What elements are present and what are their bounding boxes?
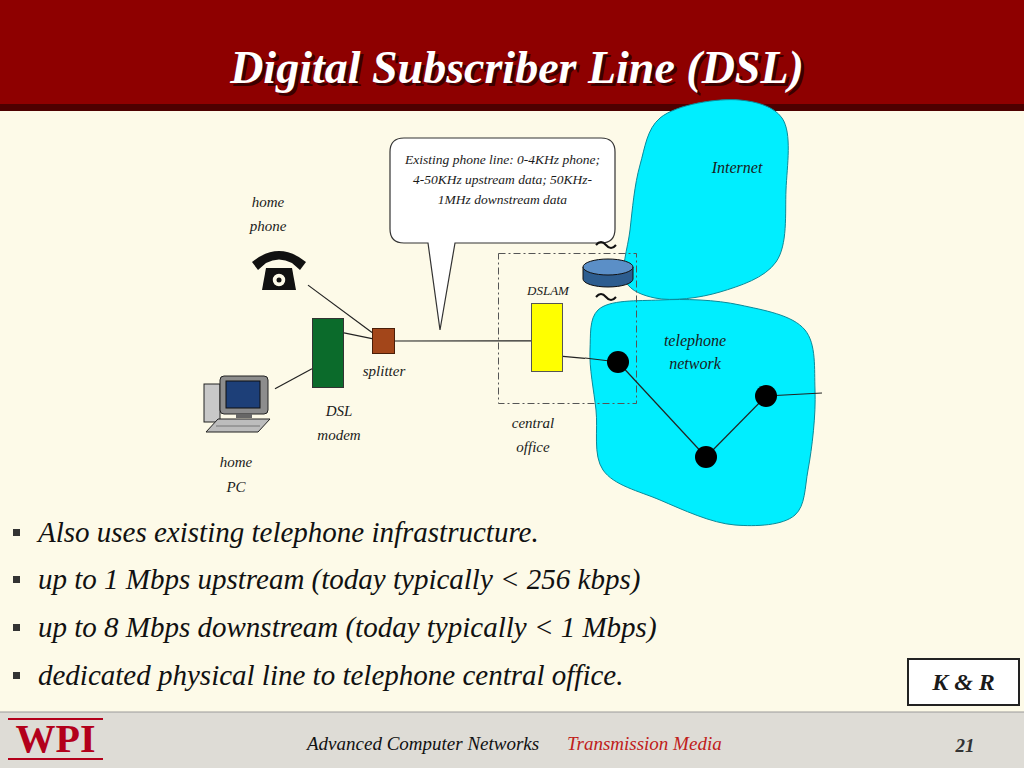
callout-bubble: Existing phone line: 0-4KHz phone; 4-50K… [390,138,615,243]
page-number: 21 [940,735,990,758]
node-label: telephone network [650,329,740,375]
logo-text: WPI [8,715,103,763]
computer-tower [204,384,220,422]
computer-monitor [220,376,268,414]
node-label: Internet [697,157,777,179]
keyboard-keys [216,426,260,427]
telephone-network-cloud-outline [585,293,825,530]
bullet-text: dedicated physical line to telephone cen… [38,658,898,693]
network-switch [755,385,777,407]
node-label: splitter [354,361,414,381]
telephone-dial [272,273,286,287]
telephone-handset [252,251,306,270]
splitter-box: splitter [372,328,395,354]
telephone-icon [252,251,306,290]
internet-cloud-outline [620,95,790,302]
wire-connector [308,285,372,332]
home-pc: home PC [200,372,275,498]
title-bar-shadow [0,104,1024,111]
footer-rule [0,712,1024,713]
dsl-modem-box: DSL modem [312,318,344,388]
footer-topic: Transmission Media [567,733,767,756]
dslam-box: DSLAM [531,303,563,372]
node-label: central office [496,411,570,459]
wire-connector [275,369,312,389]
router-icon [583,259,633,287]
telephone-network-cloud: telephone network [585,293,825,530]
computer-screen [226,381,260,408]
link-break-mark [596,294,616,300]
network-wire [585,358,618,362]
computer-icon [204,376,270,432]
footer-course: Advanced Computer Networks [307,733,569,756]
central-office-box-outline [498,253,637,404]
source-box: K & R [907,658,1020,706]
node-label: DSL modem [311,399,367,447]
wire-connector [344,333,372,339]
node-label: home PC [212,450,260,500]
network-wire [766,393,822,396]
wire-connector [563,356,585,358]
telephone-dial [277,278,282,283]
network-switch [607,351,629,373]
central-office-box: central officeDSLAM [498,253,637,404]
bullet-mark [13,672,20,679]
computer-keyboard [206,419,270,432]
cloud-shape [624,100,789,300]
bullet-mark [13,624,20,631]
internet-cloud: Internet [620,95,790,302]
node-label: K & R [909,667,1018,697]
node-label: Existing phone line: 0-4KHz phone; 4-50K… [400,150,605,210]
router-body [583,267,633,287]
wire-connector [395,340,531,341]
computer-stand [236,414,252,418]
node-label: home phone [242,190,294,238]
bullet-mark [13,576,20,583]
network-switch [695,446,717,468]
network-wire [618,362,706,457]
slide-title: Digital Subscriber Line (DSL) [10,40,1024,95]
node-label: DSLAM [514,282,582,300]
bullet-text: up to 8 Mbps downstream (today typically… [38,610,938,645]
link-break-mark [596,242,616,248]
bullet-text: Also uses existing telephone infrastruct… [38,515,938,550]
router-top [583,259,633,275]
telephone-base [262,268,296,290]
bullet-text: up to 1 Mbps upstream (today typically <… [38,562,938,597]
bullet-mark [13,529,20,536]
network-wire [706,396,766,457]
home-phone: home phone [245,190,308,292]
callout-shape [390,138,615,330]
cloud-shape [590,300,815,526]
footer-band [0,712,1024,768]
title-bar [0,0,1024,104]
